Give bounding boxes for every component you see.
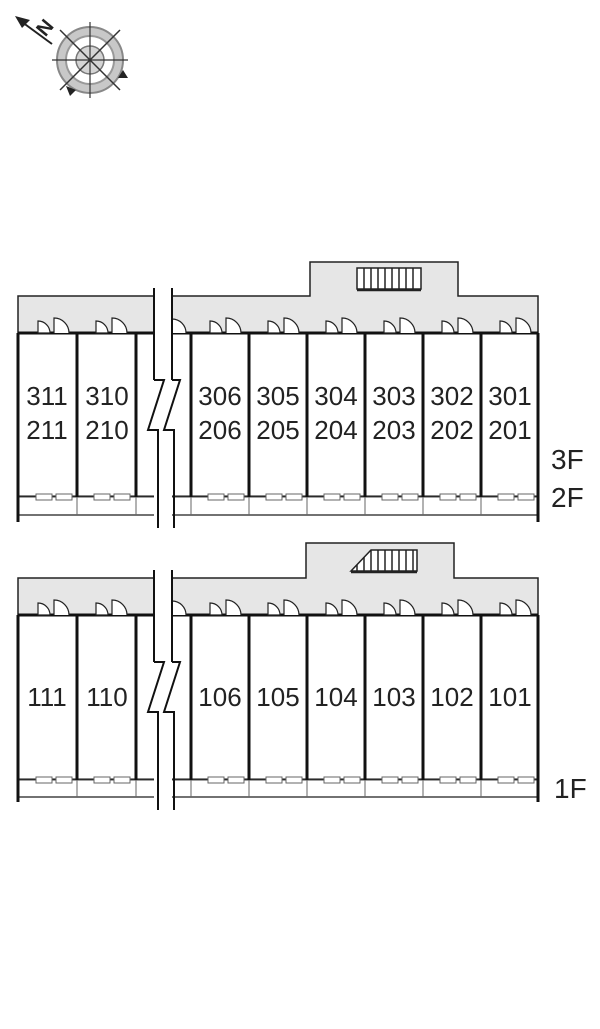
unit-label-102: 102 (430, 682, 473, 712)
staircase-icon (349, 549, 418, 574)
unit-label-110: 110 (86, 682, 127, 712)
lower-block: 111 110 106 105 104 103 102 101 1F (16, 542, 587, 810)
unit-label-101: 101 (488, 682, 531, 712)
floor-label-1f: 1F (554, 773, 587, 804)
unit-label-306: 306 (198, 381, 241, 411)
floor-label-3f: 3F (551, 444, 584, 475)
unit-label-301: 301 (488, 381, 531, 411)
unit-label-206: 206 (198, 415, 241, 445)
break-line-icon (146, 570, 182, 810)
unit-label-210: 210 (85, 415, 128, 445)
unit-label-104: 104 (314, 682, 357, 712)
compass-rose-icon (52, 22, 128, 98)
staircase-icon (356, 267, 422, 292)
door-icons (37, 599, 532, 616)
unit-label-304: 304 (314, 381, 357, 411)
unit-label-302: 302 (430, 381, 473, 411)
door-icons (37, 317, 532, 334)
unit-label-211: 211 (26, 415, 67, 445)
upper-block: 311 310 306 305 304 303 302 301 211 210 … (16, 261, 584, 528)
compass: N (15, 16, 128, 98)
unit-label-106: 106 (198, 682, 241, 712)
floor-label-2f: 2F (551, 482, 584, 513)
unit-label-103: 103 (372, 682, 415, 712)
unit-label-205: 205 (256, 415, 299, 445)
unit-label-203: 203 (372, 415, 415, 445)
unit-label-202: 202 (430, 415, 473, 445)
unit-label-303: 303 (372, 381, 415, 411)
unit-label-311: 311 (26, 381, 67, 411)
unit-label-310: 310 (85, 381, 128, 411)
unit-label-111: 111 (27, 682, 67, 712)
unit-label-305: 305 (256, 381, 299, 411)
break-line-icon (146, 288, 182, 528)
north-letter: N (32, 16, 58, 41)
unit-label-201: 201 (488, 415, 531, 445)
unit-label-105: 105 (256, 682, 299, 712)
unit-label-204: 204 (314, 415, 357, 445)
